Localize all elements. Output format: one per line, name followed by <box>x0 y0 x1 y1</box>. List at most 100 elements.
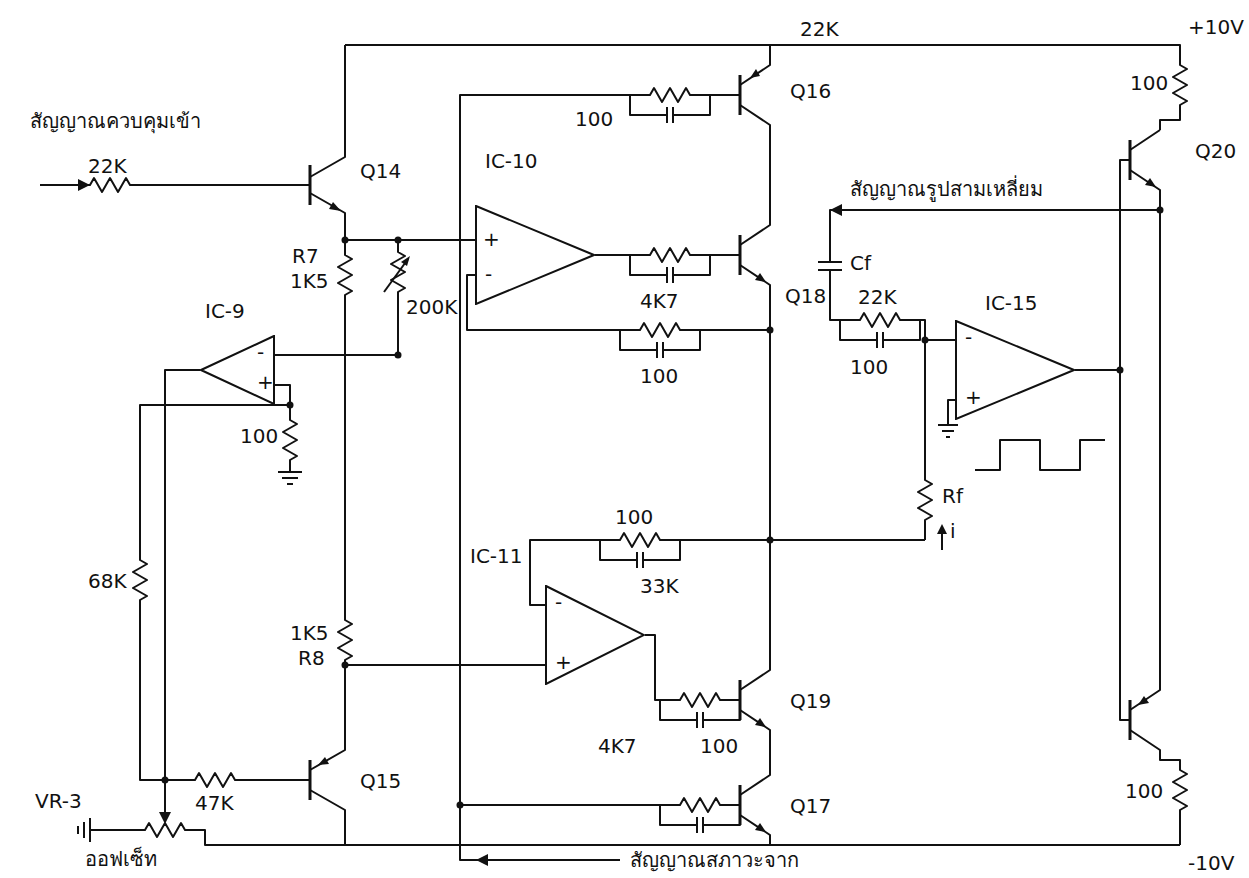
op-amp-outline <box>201 336 274 404</box>
emitter-arrow <box>755 273 766 282</box>
capacitor <box>660 805 740 833</box>
square-wave <box>975 440 1105 470</box>
junction-dot <box>287 402 294 409</box>
junction-dot <box>1157 207 1164 214</box>
component-label: 200K <box>406 296 457 319</box>
component-label: Q15 <box>360 770 401 793</box>
emitter-arrow <box>755 823 766 832</box>
triangle-output <box>818 210 1160 540</box>
component-label: -10V <box>1188 852 1234 875</box>
component-label: 100 <box>575 108 613 131</box>
junction-dot <box>395 352 402 359</box>
positive-rail <box>345 45 1187 130</box>
input-sign: + <box>257 371 274 393</box>
component-label: VR-3 <box>35 790 82 813</box>
component-label: Q16 <box>790 80 831 103</box>
component-label: Rf <box>942 485 963 508</box>
component-label: 4K7 <box>598 735 637 758</box>
component-label: 100 <box>850 356 888 379</box>
input-sign: + <box>965 386 982 408</box>
component-label: 22K <box>800 18 839 41</box>
capacitor <box>630 255 710 283</box>
arrowhead <box>830 204 842 216</box>
arrowhead <box>476 854 488 866</box>
emitter-arrow <box>755 718 766 727</box>
component-label: สัญญาณควบคุมเข้า <box>30 110 201 133</box>
input-wire <box>40 178 310 192</box>
emitter-arrow <box>750 69 760 78</box>
component-label: +10V <box>1188 16 1244 39</box>
emitter-arrow <box>329 202 341 211</box>
status-branch <box>460 798 740 812</box>
input-sign: - <box>965 326 972 348</box>
input-sign: - <box>485 263 492 285</box>
component-label: R8 <box>298 647 325 670</box>
wires <box>40 45 1187 860</box>
ic9-output <box>165 370 200 814</box>
junction-dot <box>342 237 349 244</box>
junction-dot <box>162 777 169 784</box>
junction-dot <box>342 662 349 669</box>
component-label: 100 <box>700 735 738 758</box>
emitter-wire <box>345 239 475 241</box>
component-label: Q20 <box>1195 140 1236 163</box>
transistor-chain <box>740 45 770 845</box>
ground <box>78 818 90 842</box>
current-arrow <box>941 532 943 550</box>
capacitor <box>660 700 740 728</box>
ic-name: IC-9 <box>205 300 245 322</box>
arrowhead <box>401 256 410 266</box>
component-label: 100 <box>615 506 653 529</box>
input-sign: + <box>483 228 500 250</box>
op-amp: IC-15-+ <box>955 320 1075 420</box>
input-sign: + <box>555 651 572 673</box>
component-label: ออฟเซ็ท <box>85 848 157 871</box>
component-label: 100 <box>240 425 278 448</box>
component-label: i <box>950 520 956 543</box>
emitter-arrow <box>318 757 329 765</box>
component-label: 100 <box>640 365 678 388</box>
component-label: 47K <box>195 792 234 815</box>
component-label: Cf <box>850 252 871 275</box>
component-label: 33K <box>640 575 679 598</box>
component-label: 22K <box>88 155 127 178</box>
junction-dot <box>922 337 929 344</box>
op-amp-outline <box>476 206 594 304</box>
op-amp-triangle <box>475 205 595 305</box>
component-label: 68K <box>88 570 127 593</box>
component-label: R7 <box>292 245 319 268</box>
component-label: 1K5 <box>290 270 329 293</box>
component-label: 4K7 <box>640 290 679 313</box>
junction-dot <box>1117 367 1124 374</box>
arrowhead <box>937 524 947 534</box>
component-label: Q17 <box>790 795 831 818</box>
capacitor <box>840 320 920 348</box>
arrowhead <box>78 179 90 191</box>
op-amp: IC-9-+ <box>200 335 275 405</box>
input-sign: - <box>555 591 562 613</box>
component-label: 1K5 <box>290 622 329 645</box>
ic9-minus-wire <box>275 354 398 356</box>
ic11-feedback <box>530 533 925 605</box>
op-amp-outline <box>956 321 1074 419</box>
ic15-minus-wire <box>925 339 955 341</box>
resistor-68k <box>133 405 290 780</box>
capacitor <box>630 95 710 123</box>
component-label: Q14 <box>360 160 401 183</box>
junction-dot <box>767 327 774 334</box>
component-label: สัญญาณสภาวะจาก <box>630 849 799 872</box>
component-label: 100 <box>1125 780 1163 803</box>
offset-pot <box>90 823 1180 845</box>
component-label: Q19 <box>790 690 831 713</box>
component-label: Q18 <box>785 285 826 308</box>
base-bars <box>310 75 1130 825</box>
op-amp-outline <box>546 586 644 684</box>
junction-dot <box>767 537 774 544</box>
output-stage <box>1130 130 1187 845</box>
resistor-chain <box>310 240 352 770</box>
ic11-drive <box>645 635 740 707</box>
ic9-plus-wire <box>275 385 302 484</box>
transistor-q15 <box>310 790 345 845</box>
arrowheads <box>78 69 1164 866</box>
